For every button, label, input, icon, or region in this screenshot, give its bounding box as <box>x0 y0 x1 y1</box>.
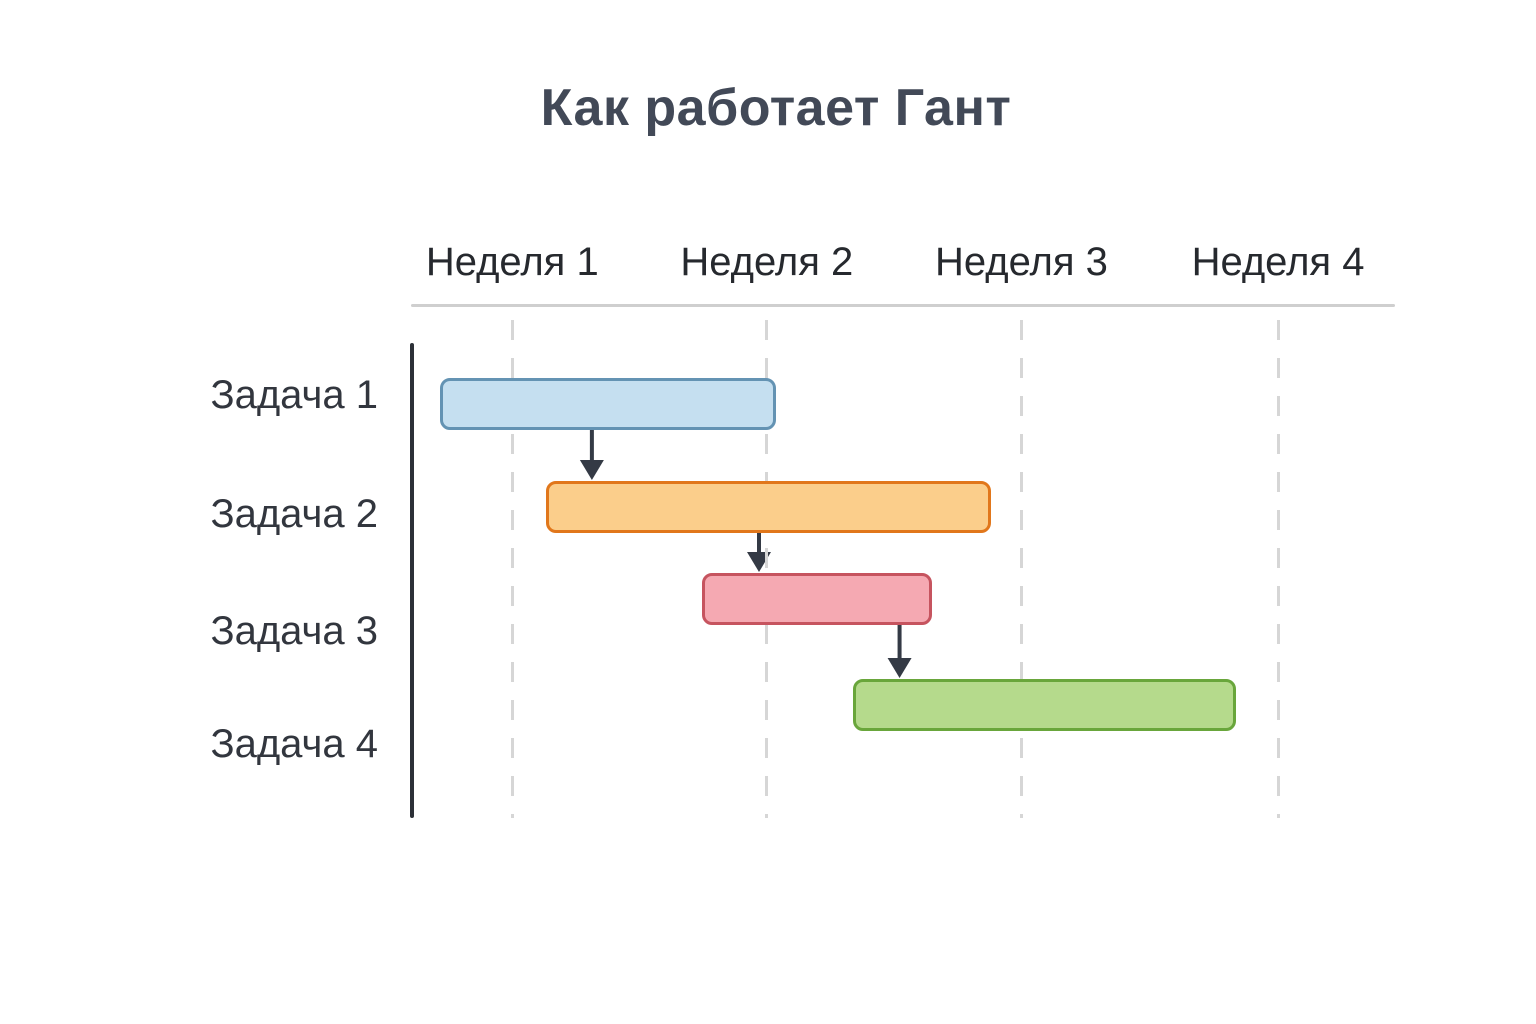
task-label-1: Задача 1 <box>210 373 378 417</box>
gridline-week-4 <box>1276 320 1280 818</box>
task-label-3: Задача 3 <box>210 609 378 653</box>
dependency-arrow-head-1 <box>579 460 604 480</box>
task-label-2: Задача 2 <box>210 492 378 536</box>
week-label-2: Неделя 2 <box>680 240 854 284</box>
task-bar-1 <box>439 378 776 430</box>
week-axis-line <box>411 304 1395 307</box>
task-axis-line <box>410 343 414 818</box>
task-bar-3 <box>701 573 933 625</box>
dependency-arrow-head-3 <box>887 658 912 678</box>
week-label-1: Неделя 1 <box>425 240 599 284</box>
task-label-4: Задача 4 <box>210 722 378 766</box>
week-label-3: Неделя 3 <box>935 240 1108 284</box>
gridline-week-2 <box>765 320 769 818</box>
task-bar-2 <box>545 481 992 533</box>
week-label-4: Неделя 4 <box>1191 240 1365 284</box>
gridline-week-3 <box>1019 320 1023 818</box>
gridline-week-1 <box>510 320 514 818</box>
chart-title: Как работает Гант <box>540 79 1012 137</box>
task-bar-4 <box>853 679 1236 731</box>
